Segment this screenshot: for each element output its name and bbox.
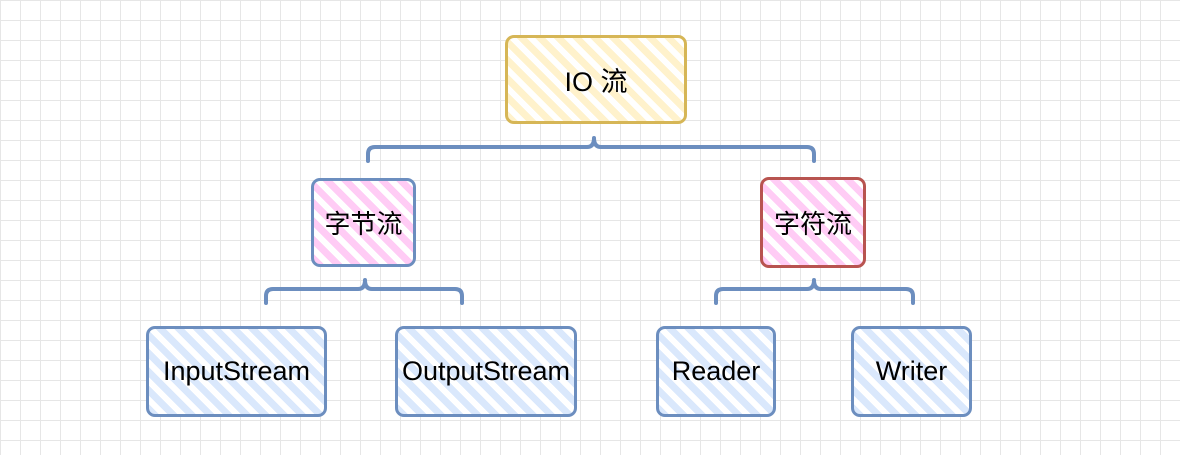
writer-node[interactable]: Writer [851, 326, 972, 417]
output-stream-node[interactable]: OutputStream [395, 326, 577, 417]
byte-stream-node[interactable]: 字节流 [311, 178, 416, 267]
input-stream-node[interactable]: InputStream [146, 326, 327, 417]
input-stream-label: InputStream [162, 356, 311, 386]
char-stream-label: 字符流 [773, 209, 852, 239]
byte-stream-label: 字节流 [324, 209, 403, 239]
root-bracket [366, 136, 816, 163]
char-stream-bracket [714, 278, 915, 305]
io-stream-node[interactable]: IO 流 [505, 35, 687, 124]
reader-label: Reader [671, 356, 761, 386]
output-stream-label: OutputStream [401, 356, 571, 386]
byte-stream-bracket [264, 278, 464, 305]
writer-label: Writer [875, 356, 948, 386]
char-stream-node[interactable]: 字符流 [760, 177, 866, 268]
reader-node[interactable]: Reader [656, 326, 776, 417]
io-stream-label: IO 流 [564, 67, 628, 97]
